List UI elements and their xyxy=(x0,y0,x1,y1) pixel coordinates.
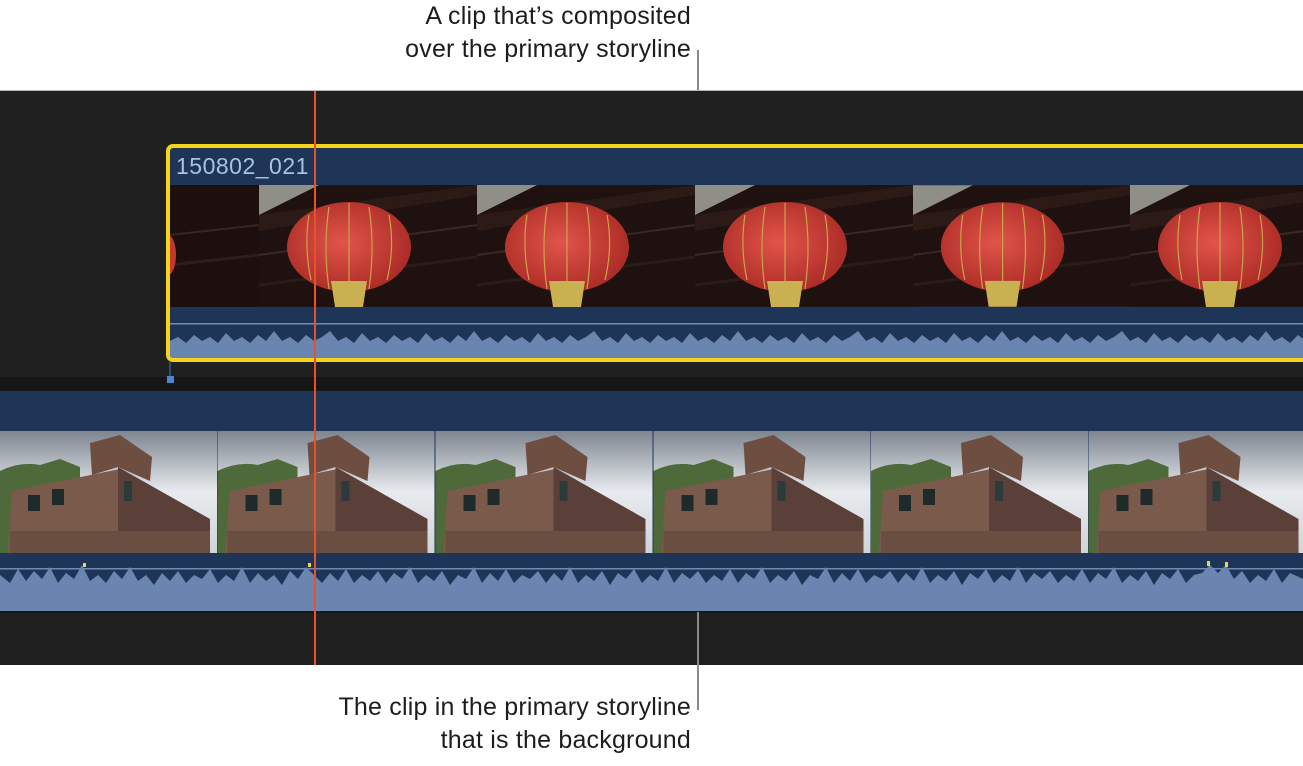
thumbnail-building xyxy=(1088,431,1303,553)
thumbnail-building xyxy=(217,431,435,553)
thumbnail-lantern xyxy=(913,185,1130,307)
timeline[interactable]: 150802_021 xyxy=(0,90,1303,665)
storyline-gap xyxy=(0,377,1303,391)
callout-top-line-2: over the primary storyline xyxy=(405,35,691,63)
connection-stem xyxy=(169,362,171,378)
thumbnail-building xyxy=(871,431,1088,553)
leader-line-bottom xyxy=(697,612,699,710)
primary-storyline-clip[interactable] xyxy=(0,391,1303,611)
callout-connected-clip: A clip that’s composited over the primar… xyxy=(405,0,691,66)
thumbnail-building xyxy=(653,431,871,553)
callout-top-line-1: A clip that’s composited xyxy=(425,2,691,30)
thumbnail-lantern xyxy=(1130,185,1303,307)
primary-clip-header xyxy=(0,391,1303,431)
callout-primary-storyline-clip: The clip in the primary storyline that i… xyxy=(338,691,691,757)
thumbnail-building xyxy=(0,431,217,553)
timeline-empty-area xyxy=(0,613,1303,665)
callout-bottom-line-2: that is the background xyxy=(440,726,691,754)
connected-clip[interactable]: 150802_021 xyxy=(166,144,1303,362)
connected-clip-filmstrip xyxy=(170,185,1303,307)
callout-bottom-line-1: The clip in the primary storyline xyxy=(338,693,691,721)
thumbnail-lantern xyxy=(477,185,695,307)
connected-clip-audio-waveform xyxy=(170,307,1303,358)
thumbnail-building xyxy=(435,431,653,553)
playhead[interactable] xyxy=(314,91,316,665)
thumbnail-lantern xyxy=(695,185,913,307)
connection-point-marker[interactable] xyxy=(167,376,174,383)
clip-name-label: 150802_021 xyxy=(176,153,309,179)
primary-clip-audio-waveform xyxy=(0,553,1303,611)
primary-clip-filmstrip xyxy=(0,431,1303,553)
thumbnail-lantern-partial xyxy=(170,185,259,307)
thumbnail-lantern xyxy=(259,185,477,307)
